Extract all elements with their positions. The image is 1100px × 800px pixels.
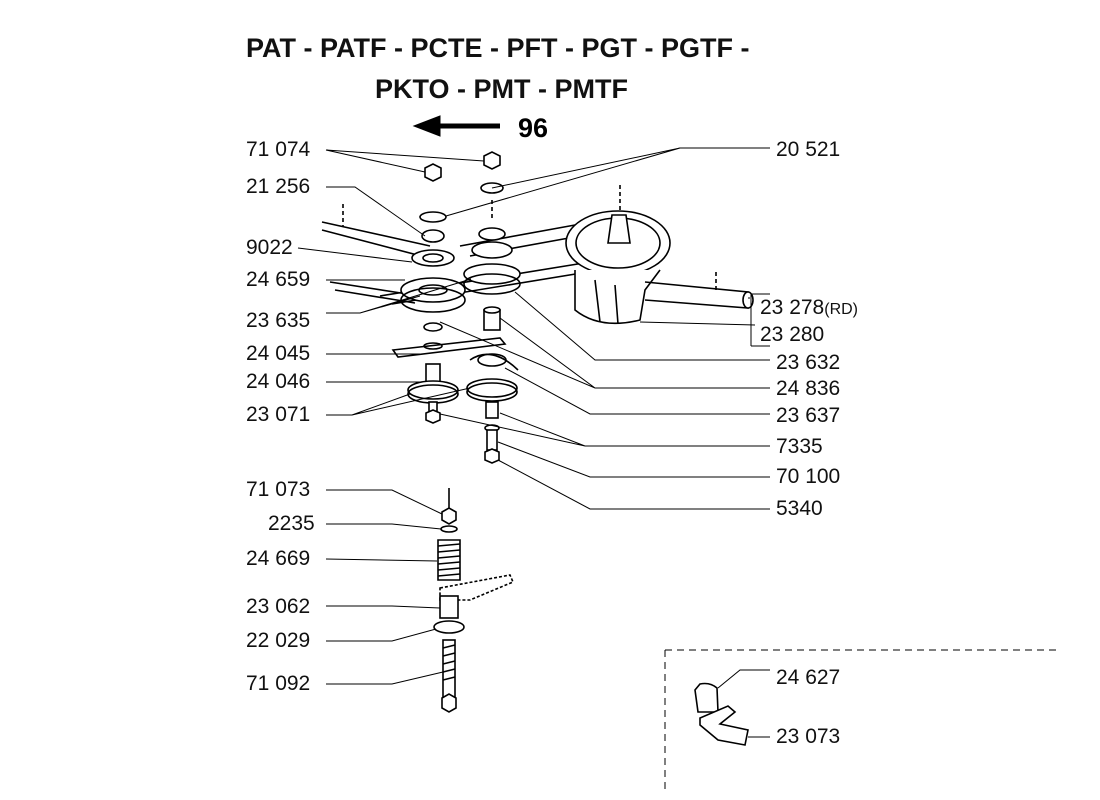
part-label-23071: 23 071 — [246, 403, 311, 426]
part-label-23278: 23 278(RD) — [760, 296, 858, 319]
middle-pulley-stack — [463, 151, 521, 464]
model-list-title-line2: PKTO - PMT - PMTF — [375, 74, 628, 104]
inset-detail — [664, 649, 1060, 790]
part-label-22029: 22 029 — [246, 629, 311, 652]
part-label-21256: 21 256 — [246, 175, 311, 198]
rd-suffix: (RD) — [824, 301, 858, 318]
part-label-23073: 23 073 — [776, 725, 841, 748]
gearbox — [565, 185, 754, 325]
part-label-24836: 24 836 — [776, 377, 841, 400]
part-label-24669: 24 669 — [246, 547, 311, 570]
part-label-9022: 9022 — [246, 236, 293, 259]
part-label-23632: 23 632 — [776, 351, 841, 374]
part-label-24046: 24 046 — [246, 370, 311, 393]
part-label-24627: 24 627 — [776, 666, 841, 689]
tension-spring-stack — [433, 488, 515, 713]
part-label-70100: 70 100 — [776, 465, 841, 488]
part-label-20521: 20 521 — [776, 138, 841, 161]
part-label-5340: 5340 — [776, 497, 823, 520]
part-label-23637: 23 637 — [776, 404, 841, 427]
direction-ref-number: 96 — [518, 113, 548, 143]
direction-arrow — [412, 115, 500, 137]
part-label-24045: 24 045 — [246, 342, 311, 365]
part-label-24659: 24 659 — [246, 268, 311, 291]
left-pulley-stack — [342, 163, 507, 424]
part-label-7335: 7335 — [776, 435, 823, 458]
part-label-71092: 71 092 — [246, 672, 311, 695]
part-label-23280: 23 280 — [760, 323, 825, 346]
part-label-23635: 23 635 — [246, 309, 311, 332]
part-label-23062: 23 062 — [246, 595, 311, 618]
leader-lines — [297, 147, 770, 685]
part-label-2235: 2235 — [268, 512, 315, 535]
model-list-title-line1: PAT - PATF - PCTE - PFT - PGT - PGTF - — [246, 33, 750, 63]
part-label-71074: 71 074 — [246, 138, 311, 161]
part-label-71073: 71 073 — [246, 478, 311, 501]
